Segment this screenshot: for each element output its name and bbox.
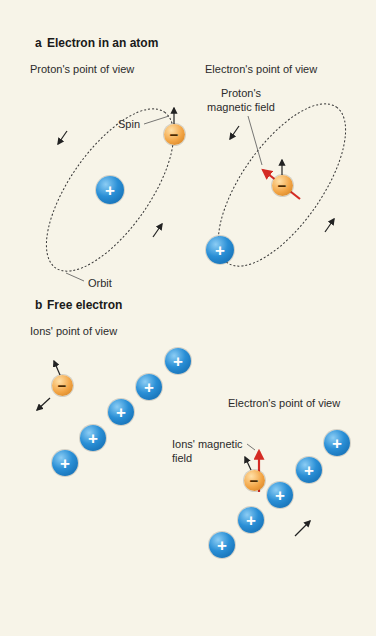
charge-sign: + bbox=[60, 455, 70, 472]
orbit-arrow bbox=[325, 219, 334, 232]
positive-charge: + bbox=[209, 532, 235, 558]
spin-arrow bbox=[245, 457, 251, 470]
positive-charge: + bbox=[238, 507, 264, 533]
charge-sign: + bbox=[332, 435, 342, 452]
annotation-label: Electron's point of view bbox=[228, 396, 340, 410]
positive-charge: + bbox=[136, 374, 162, 400]
motion-arrow bbox=[295, 521, 310, 536]
spin-arrow bbox=[281, 160, 282, 175]
positive-charge: + bbox=[296, 457, 322, 483]
charge-sign: + bbox=[304, 462, 314, 479]
annotation-label: Proton's magnetic field bbox=[200, 86, 282, 114]
electron: − bbox=[164, 124, 185, 145]
panel-heading: a bbox=[35, 36, 42, 50]
orbit bbox=[23, 89, 198, 291]
orbit-arrow bbox=[230, 126, 239, 139]
charge-sign: + bbox=[116, 404, 126, 421]
charge-sign: + bbox=[275, 487, 285, 504]
charge-sign: + bbox=[105, 182, 115, 199]
magnetic-field-arrow bbox=[263, 170, 300, 199]
charge-sign: − bbox=[58, 378, 67, 393]
orbit bbox=[195, 84, 370, 286]
positive-charge: + bbox=[80, 425, 106, 451]
electron: − bbox=[244, 470, 265, 491]
positive-charge: + bbox=[206, 236, 234, 264]
leader-line bbox=[248, 116, 262, 165]
orbit-arrow bbox=[58, 131, 67, 144]
charge-sign: + bbox=[246, 512, 256, 529]
charge-sign: − bbox=[278, 178, 287, 193]
positive-charge: + bbox=[324, 430, 350, 456]
charge-sign: + bbox=[173, 353, 183, 370]
positive-charge: + bbox=[96, 176, 124, 204]
annotation-label: Orbit bbox=[88, 276, 112, 290]
panel-heading: Electron in an atom bbox=[47, 36, 158, 50]
orbit-arrow bbox=[153, 224, 162, 237]
charge-sign: + bbox=[144, 379, 154, 396]
spin-arrow bbox=[54, 361, 60, 375]
annotation-label: Ions' magnetic field bbox=[172, 437, 244, 465]
leader-line bbox=[66, 273, 84, 281]
motion-arrow bbox=[37, 398, 50, 410]
charge-sign: + bbox=[215, 242, 225, 259]
positive-charge: + bbox=[267, 482, 293, 508]
charge-sign: + bbox=[88, 430, 98, 447]
annotation-label: Ions' point of view bbox=[30, 324, 117, 338]
electron: − bbox=[52, 375, 73, 396]
charge-sign: − bbox=[250, 473, 259, 488]
positive-charge: + bbox=[165, 348, 191, 374]
charge-sign: + bbox=[217, 537, 227, 554]
panel-heading: b bbox=[35, 298, 42, 312]
leader-line bbox=[247, 444, 255, 450]
positive-charge: + bbox=[52, 450, 78, 476]
charge-sign: − bbox=[170, 127, 179, 142]
leader-line bbox=[144, 116, 169, 124]
positive-charge: + bbox=[108, 399, 134, 425]
annotation-label: Proton's point of view bbox=[30, 62, 134, 76]
panel-heading: Free electron bbox=[47, 298, 122, 312]
annotation-label: Spin bbox=[118, 117, 140, 131]
annotation-label: Electron's point of view bbox=[205, 62, 317, 76]
electron: − bbox=[272, 175, 293, 196]
spin-arrow bbox=[173, 108, 174, 124]
